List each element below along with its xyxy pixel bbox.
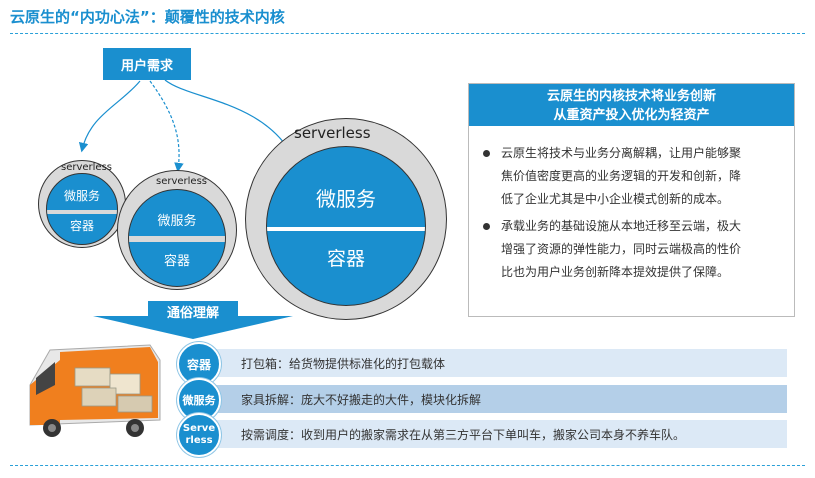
microservice-label-medium: 微服务 [157, 213, 197, 229]
analogy-text-microservice: 家具拆解：庞大不好搬走的大件，模块化拆解 [241, 392, 482, 407]
top-divider [10, 33, 805, 34]
container-label-small: 容器 [69, 218, 94, 233]
inner-circle-medium: 微服务 容器 [128, 189, 226, 287]
inner-circle-small: 微服务 容器 [46, 173, 118, 245]
analogy-row-serverless: 按需调度：收到用户的搬家需求在从第三方平台下单叫车，搬家公司本身不养车队。 [205, 420, 787, 448]
divider-large [267, 227, 425, 231]
analogy-text-container: 打包箱：给货物提供标准化的打包载体 [241, 356, 446, 371]
panel-heading: 云原生的内核技术将业务创新 从重资产投入优化为轻资产 [469, 84, 794, 126]
panel-heading-line1: 云原生的内核技术将业务创新 [546, 89, 716, 104]
arrow-to-small-circle [78, 80, 141, 153]
analogy-row-container: 打包箱：给货物提供标准化的打包载体 [205, 349, 787, 377]
container-label-large: 容器 [326, 247, 365, 270]
page-title: 云原生的“内功心法”：颠覆性的技术内核 [10, 8, 285, 26]
serverless-ring-large: serverless 微服务 容器 [245, 118, 447, 320]
bullet-dot-icon [483, 150, 490, 157]
container-label-medium: 容器 [163, 253, 190, 269]
serverless-label-large: serverless [294, 124, 371, 142]
core-tech-panel: 云原生的内核技术将业务创新 从重资产投入优化为轻资产 云原生将技术与业务分离解耦… [468, 83, 795, 317]
inner-circle-large: 微服务 容器 [266, 146, 426, 306]
analogy-row-microservice: 家具拆解：庞大不好搬走的大件，模块化拆解 [205, 385, 787, 413]
panel-bullet: 承载业务的基础设施从本地迁移至云端，极大 增强了资源的弹性能力，同时云端极高的性… [479, 215, 789, 284]
serverless-label-medium: serverless [156, 176, 208, 187]
serverless-ring-medium: serverless 微服务 容器 [117, 170, 237, 290]
microservice-label-large: 微服务 [316, 186, 376, 211]
serverless-ring-small: serverless 微服务 容器 [38, 160, 126, 248]
bottom-divider [10, 465, 805, 466]
serverless-label-small: serverless [61, 162, 113, 173]
panel-bullet: 云原生将技术与业务分离解耦，让用户能够聚 焦价值密度更高的业务逻辑的开发和创新，… [479, 142, 789, 211]
arrow-to-medium-circle [149, 80, 184, 173]
panel-bullet-list: 云原生将技术与业务分离解耦，让用户能够聚 焦价值密度更高的业务逻辑的开发和创新，… [479, 142, 789, 288]
panel-heading-line2: 从重资产投入优化为轻资产 [553, 108, 710, 123]
divider-medium [129, 236, 225, 242]
microservice-label-small: 微服务 [63, 188, 100, 203]
van-icon [29, 344, 161, 437]
banner-arrow-shape [93, 301, 293, 339]
plain-understanding-banner: 通俗理解 [93, 301, 293, 339]
divider-small [47, 210, 117, 214]
user-need-box: 用户需求 [103, 48, 191, 80]
banner-label: 通俗理解 [166, 306, 219, 321]
analogy-text-serverless: 按需调度：收到用户的搬家需求在从第三方平台下单叫车，搬家公司本身不养车队。 [241, 427, 686, 442]
bullet-dot-icon [483, 223, 490, 230]
badge-serverless: Serve rless [177, 413, 221, 457]
